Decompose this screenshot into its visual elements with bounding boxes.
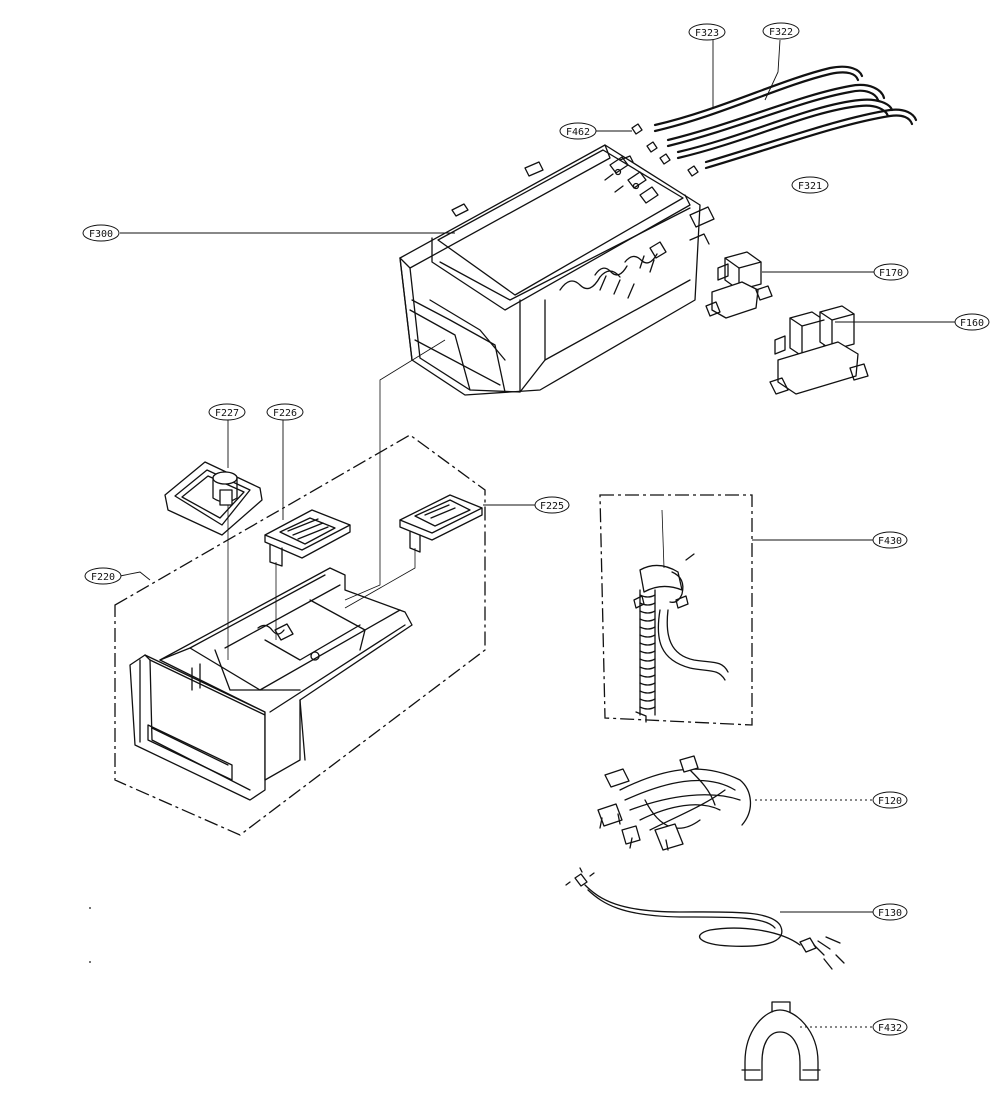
tag-F160: F160 <box>954 313 990 331</box>
tag-label-F160: F160 <box>960 318 984 329</box>
assembly-guides <box>227 339 446 660</box>
tag-F321: F321 <box>791 176 829 194</box>
wire-harness-F130 <box>565 867 845 970</box>
scan-dot <box>89 961 91 963</box>
tag-label-F322: F322 <box>769 27 793 38</box>
tag-label-F220: F220 <box>91 572 115 583</box>
tag-F130: F130 <box>872 903 908 921</box>
tag-F430: F430 <box>872 531 908 549</box>
tag-label-F226: F226 <box>273 408 297 419</box>
tag-F432: F432 <box>872 1018 908 1036</box>
drain-hose-assembly-F430 <box>599 494 753 726</box>
water-valve-F160 <box>769 305 869 395</box>
water-valve-F170 <box>705 251 773 319</box>
inlet-hoses-F322-F323 <box>631 65 918 177</box>
tag-F170: F170 <box>873 263 909 281</box>
scan-dot <box>89 907 91 909</box>
tag-label-F430: F430 <box>878 536 902 547</box>
dispenser-drawer-F220 <box>114 434 486 836</box>
tag-label-F227: F227 <box>215 408 239 419</box>
tag-F226: F226 <box>266 403 304 421</box>
tag-F120: F120 <box>872 791 908 809</box>
tag-F322: F322 <box>762 22 800 40</box>
tag-label-F225: F225 <box>540 501 564 512</box>
siphon-cap-F227 <box>164 461 263 536</box>
tag-label-F130: F130 <box>878 908 902 919</box>
tag-label-F170: F170 <box>879 268 903 279</box>
siphon-insert-F226 <box>264 509 351 567</box>
tag-label-F300: F300 <box>89 229 113 240</box>
tag-label-F323: F323 <box>695 28 719 39</box>
dispenser-housing-F300 <box>399 144 715 396</box>
tag-F227: F227 <box>208 403 246 421</box>
tag-F323: F323 <box>688 23 726 41</box>
hose-guide-F432 <box>741 1001 821 1081</box>
tag-label-F321: F321 <box>798 181 822 192</box>
tag-F300: F300 <box>82 224 120 242</box>
tag-F220: F220 <box>84 567 122 585</box>
tag-F225: F225 <box>534 496 570 514</box>
leader-lines <box>119 39 955 1028</box>
wire-harness-F120 <box>597 755 752 851</box>
tag-label-F462: F462 <box>566 127 590 138</box>
tag-label-F120: F120 <box>878 796 902 807</box>
tag-label-F432: F432 <box>878 1023 902 1034</box>
tag-F462: F462 <box>559 122 597 140</box>
siphon-insert-F225 <box>399 494 483 553</box>
